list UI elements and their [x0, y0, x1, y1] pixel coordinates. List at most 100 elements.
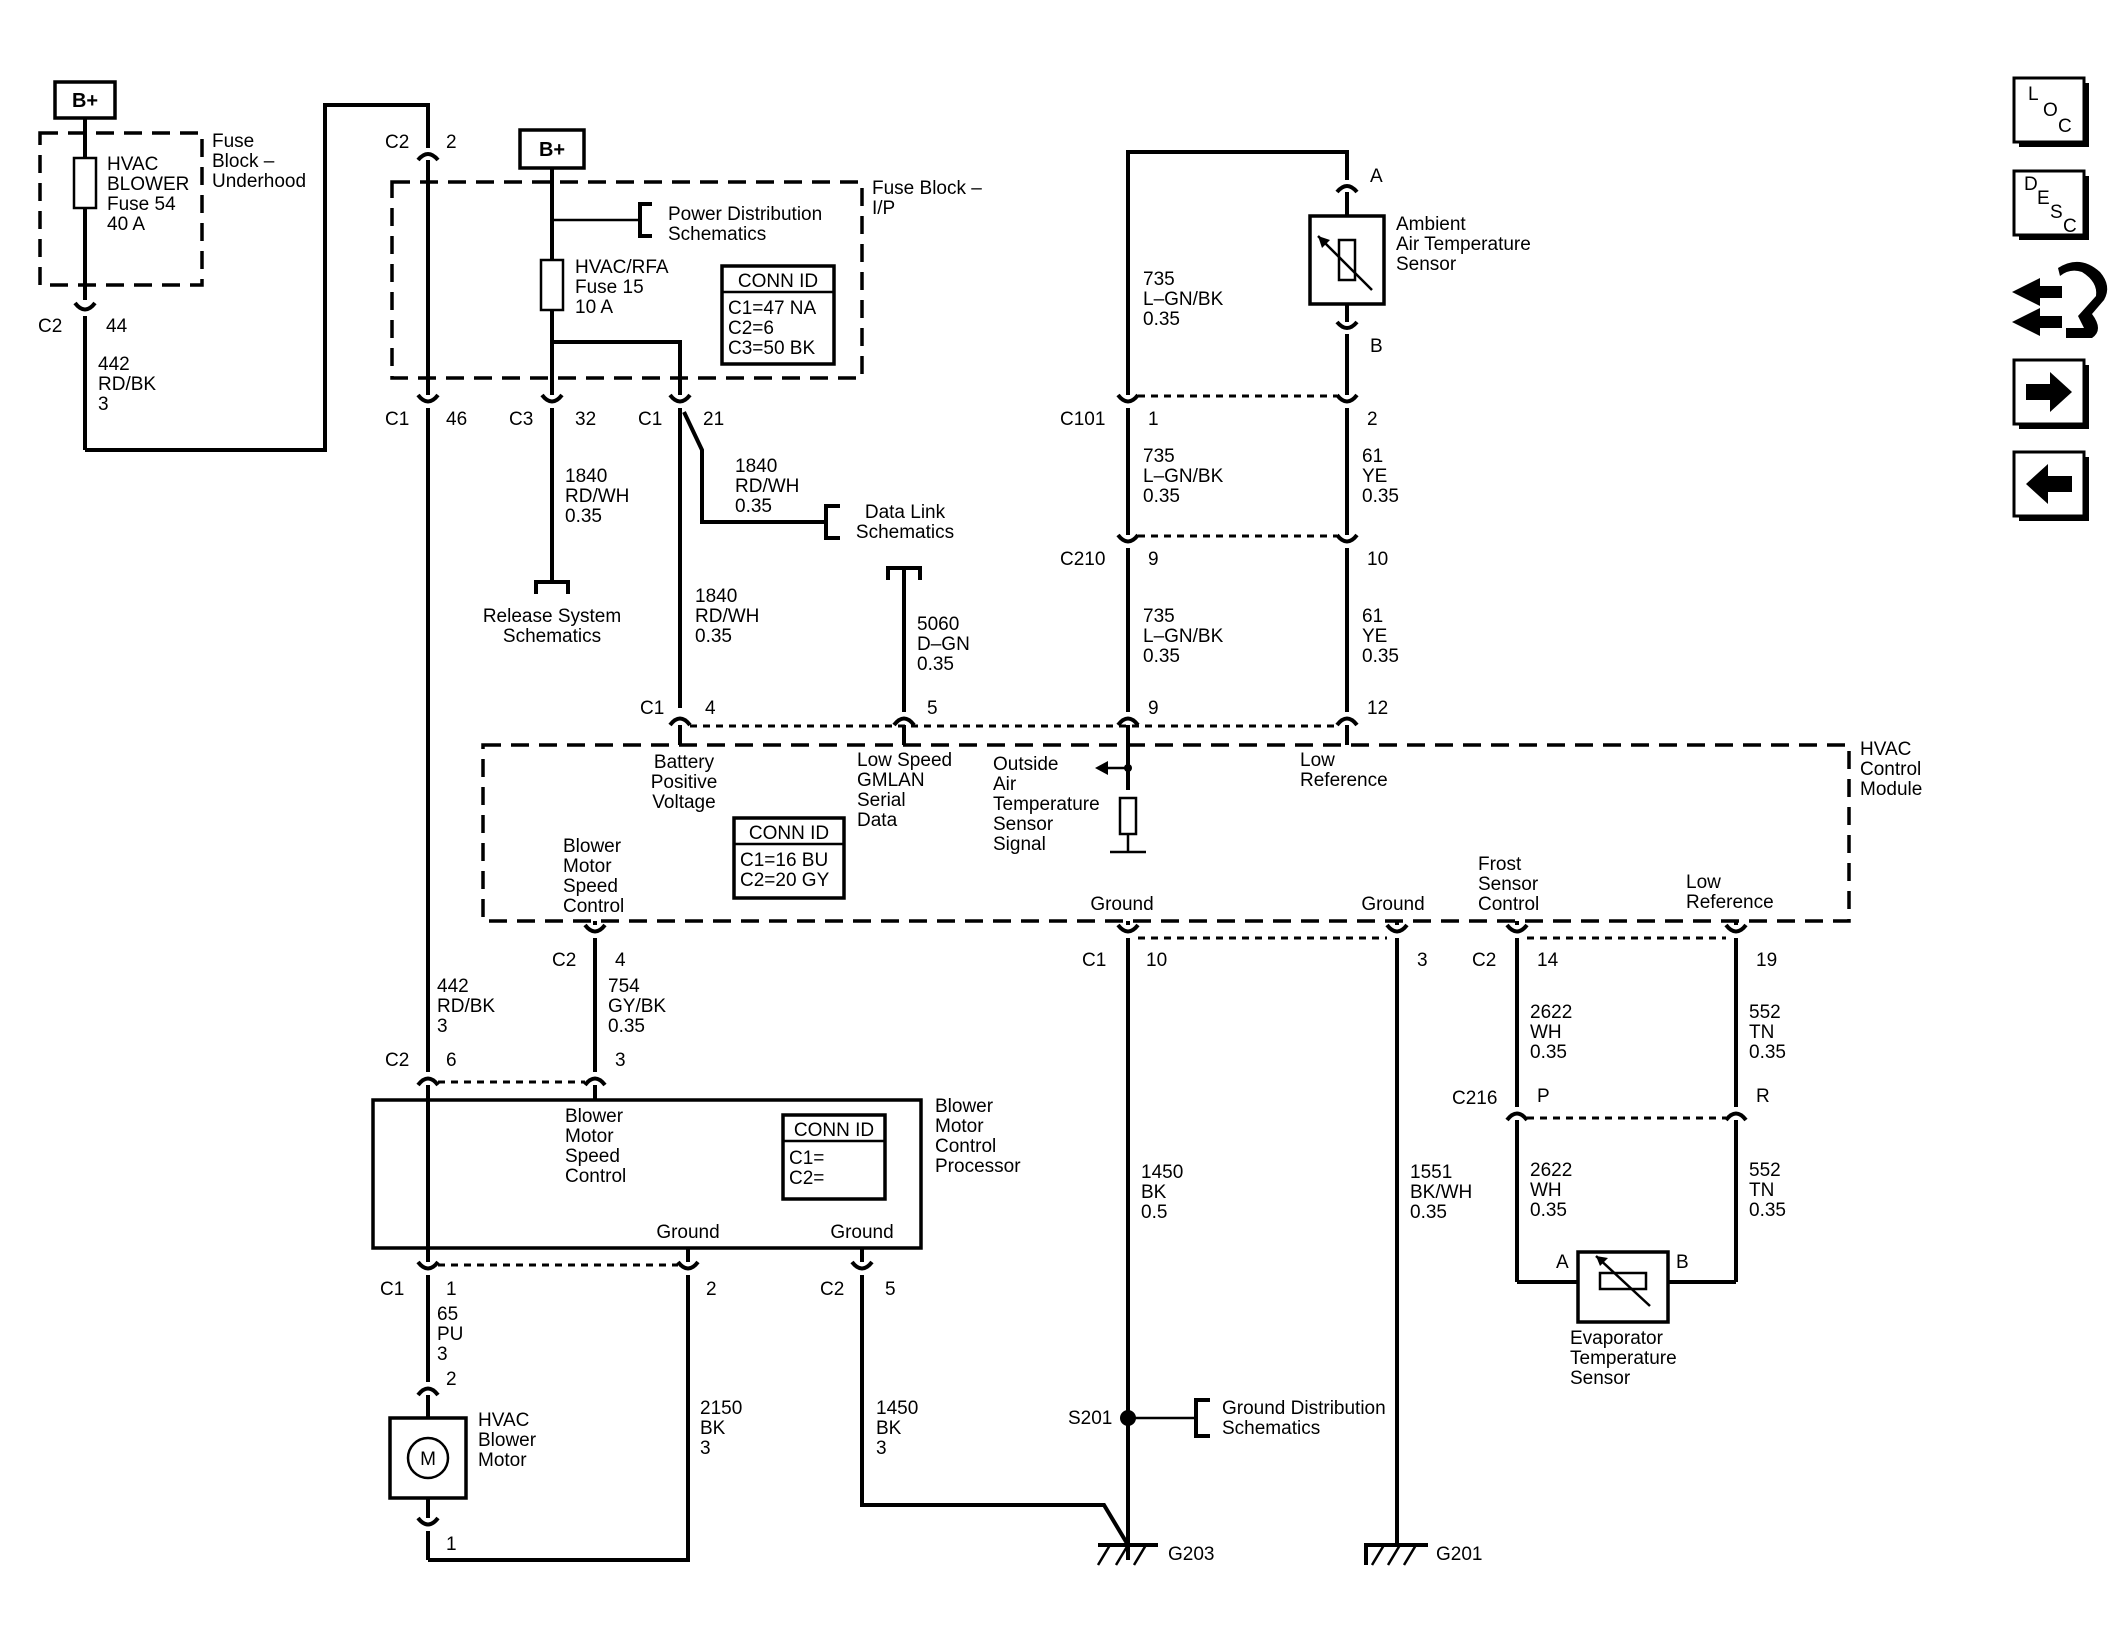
desc-button[interactable]: D E S C: [2012, 169, 2089, 240]
connid1-line3: C3=50 BK: [728, 338, 815, 359]
fuseblock-ip-1: Fuse Block –: [872, 178, 982, 199]
c216-pinr: R: [1756, 1086, 1770, 1107]
frost-3: Control: [1478, 894, 1539, 915]
back-button[interactable]: [2012, 450, 2089, 521]
grounddist-2: Schematics: [1222, 1418, 1320, 1439]
evap-1: Evaporator: [1570, 1328, 1664, 1349]
lowspeed-2: GMLAN: [857, 770, 925, 791]
w1840a-2: RD/WH: [565, 486, 629, 507]
c1-row-pin12: 12: [1367, 698, 1388, 719]
w442b-2: RD/BK: [437, 996, 495, 1017]
connid3-title: CONN ID: [794, 1120, 874, 1141]
underhood-fuse-block: B+ HVAC BLOWER Fuse 54 40 A Fuse Block –…: [38, 80, 430, 452]
w1840b-1: 1840: [735, 456, 777, 477]
ambient-3: Sensor: [1396, 254, 1457, 275]
datalink-ref-2: Schematics: [856, 522, 954, 543]
w1840c-2: RD/WH: [695, 606, 759, 627]
w754-1: 754: [608, 976, 640, 997]
c1-1-pin: 1: [446, 1279, 457, 1300]
module-title-1: HVAC: [1860, 739, 1911, 760]
c2-44-pin: 44: [106, 316, 128, 337]
c1-21-label: C1: [638, 409, 662, 430]
w442a-2: RD/BK: [98, 374, 156, 395]
c210-pin1: 9: [1148, 549, 1159, 570]
proc-ground-2: Ground: [830, 1222, 893, 1243]
c1-row-pin5: 5: [927, 698, 938, 719]
w2622a-3: 0.35: [1530, 1042, 1567, 1063]
amb-pin-a: A: [1370, 166, 1383, 187]
w754-3: 0.35: [608, 1016, 645, 1037]
w735c-1: 735: [1143, 606, 1175, 627]
w5060-3: 0.35: [917, 654, 954, 675]
connector-button[interactable]: [2012, 261, 2108, 338]
battery-1: Battery: [654, 752, 715, 773]
lowref1-1: Low: [1300, 750, 1335, 771]
w735a-3: 0.35: [1143, 309, 1180, 330]
release-ref-2: Schematics: [503, 626, 601, 647]
w2622b-2: WH: [1530, 1180, 1562, 1201]
w735b-3: 0.35: [1143, 486, 1180, 507]
c210-label: C210: [1060, 549, 1105, 570]
fuse54-line4: 40 A: [107, 214, 145, 235]
connid3-line2: C2=: [789, 1168, 824, 1189]
outside-5: Signal: [993, 834, 1046, 855]
g203-label: G203: [1168, 1544, 1214, 1565]
w1840b-3: 0.35: [735, 496, 772, 517]
c2-14-pin: 14: [1537, 950, 1559, 971]
w442a-1: 442: [98, 354, 130, 375]
next-button[interactable]: [2012, 358, 2089, 429]
c1-3-pin: 3: [1417, 950, 1428, 971]
w1840a-3: 0.35: [565, 506, 602, 527]
blower-processor: C2 6 3 Blower Motor Control Processor Bl…: [371, 1050, 1021, 1300]
proc-speed-2: Motor: [565, 1126, 614, 1147]
c2-19-pin: 19: [1756, 950, 1777, 971]
c1-46-label: C1: [385, 409, 409, 430]
c2-5-pin: 5: [885, 1279, 896, 1300]
loc-button[interactable]: L O C: [2012, 76, 2089, 147]
w1450a-3: 0.5: [1141, 1202, 1167, 1223]
proc-speed-1: Blower: [565, 1106, 624, 1127]
loc-o: O: [2043, 100, 2058, 121]
module-ground-2: Ground: [1361, 894, 1424, 915]
w2150-1: 2150: [700, 1398, 742, 1419]
processor-title-3: Control: [935, 1136, 996, 1157]
blowerctrl-4: Control: [563, 896, 624, 917]
bplus-label-1: B+: [72, 90, 98, 112]
c101-label: C101: [1060, 409, 1105, 430]
fuse54-line3: Fuse 54: [107, 194, 176, 215]
c2-44-label: C2: [38, 316, 62, 337]
w552b-3: 0.35: [1749, 1200, 1786, 1221]
powerdist-2: Schematics: [668, 224, 766, 245]
c2-3-pin: 3: [615, 1050, 626, 1071]
location-icon: L O C: [2028, 84, 2072, 137]
w2622a-1: 2622: [1530, 1002, 1572, 1023]
connid3-line1: C1=: [789, 1148, 824, 1169]
lowspeed-4: Data: [857, 810, 898, 831]
w1450b-3: 3: [876, 1438, 887, 1459]
fuse15-1: HVAC/RFA: [575, 257, 669, 278]
evap-2: Temperature: [1570, 1348, 1677, 1369]
w1840b-2: RD/WH: [735, 476, 799, 497]
loc-c: C: [2058, 116, 2072, 137]
evap-3: Sensor: [1570, 1368, 1631, 1389]
ambient-2: Air Temperature: [1396, 234, 1531, 255]
w552a-1: 552: [1749, 1002, 1781, 1023]
c1-10-pin: 10: [1146, 950, 1167, 971]
w1551-3: 0.35: [1410, 1202, 1447, 1223]
release-branch: C3 32 1840 RD/WH 0.35 Release System Sch…: [483, 393, 629, 647]
w65-2: PU: [437, 1324, 463, 1345]
connid2-line2: C2=20 GY: [740, 870, 830, 891]
desc-c: C: [2063, 216, 2077, 237]
frost-2: Sensor: [1478, 874, 1539, 895]
lowref2-1: Low: [1686, 872, 1721, 893]
lowref1-2: Reference: [1300, 770, 1388, 791]
c1-46-pin: 46: [446, 409, 467, 430]
motor-label-1: HVAC: [478, 1410, 529, 1431]
evap-pin-a: A: [1556, 1252, 1569, 1273]
next-arrow-icon: [2026, 372, 2072, 412]
lowspeed-3: Serial: [857, 790, 906, 811]
w61b-2: YE: [1362, 626, 1387, 647]
back-arrow-icon: [2026, 464, 2072, 504]
c2-4-label: C2: [552, 950, 576, 971]
